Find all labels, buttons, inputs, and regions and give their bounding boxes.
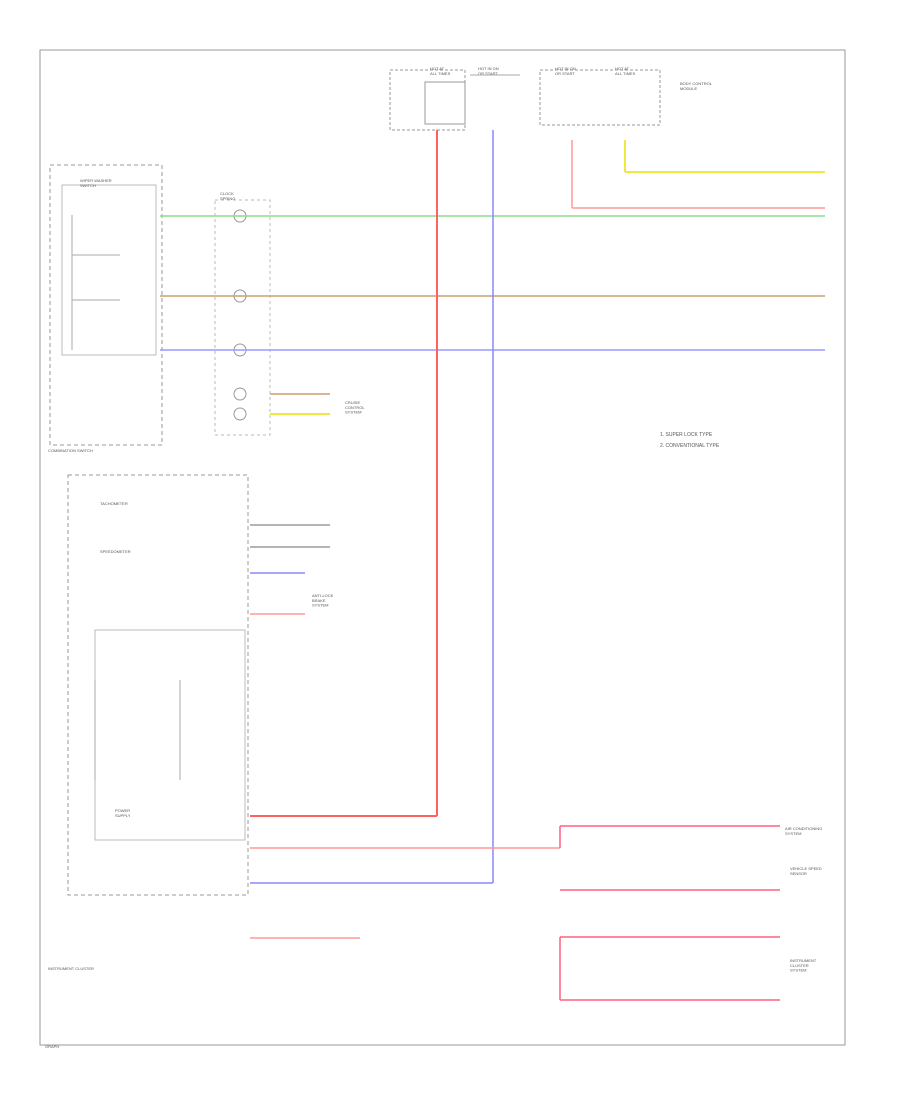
- tachometer-label: TACHOMETER: [100, 501, 128, 506]
- speedometer-label: SPEEDOMETER: [100, 549, 131, 554]
- legend-note-2: 2. CONVENTIONAL TYPE: [660, 443, 720, 449]
- legend-note-1: 1. SUPER LOCK TYPE: [660, 432, 713, 438]
- footnote-label: GRAPH: [45, 1044, 59, 1049]
- combination-switch-label: COMBINATION SWITCH: [48, 448, 93, 453]
- instrument-cluster-label: INSTRUMENT CLUSTER: [48, 966, 94, 971]
- diagram-frame: [39, 49, 846, 1046]
